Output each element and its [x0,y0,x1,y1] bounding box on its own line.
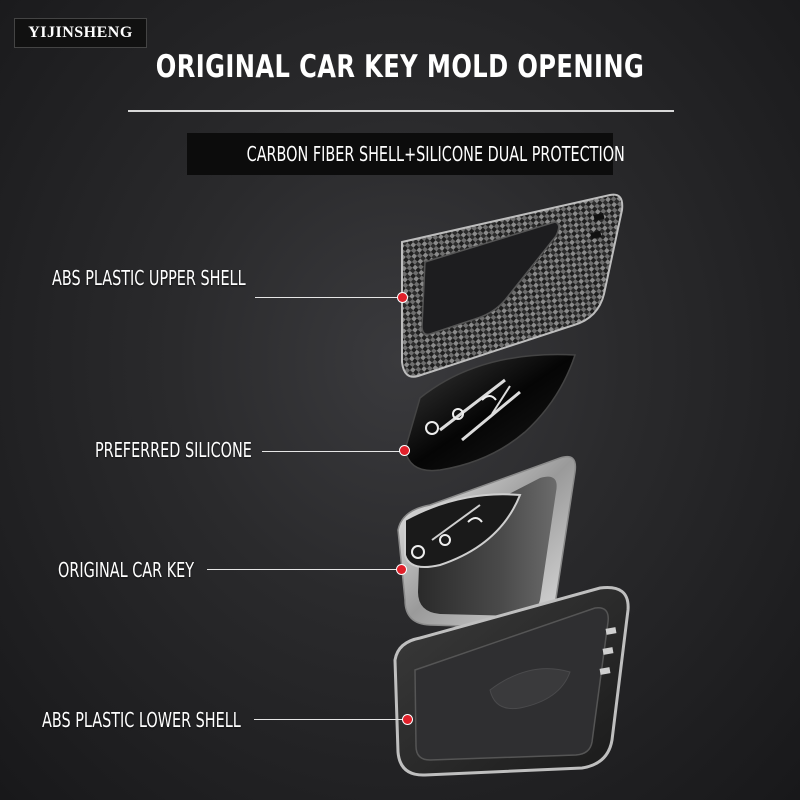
title-divider [128,110,674,112]
leader-car-key [207,569,399,570]
leader-silicone [262,451,400,452]
silicone-cover-graphic [404,353,577,472]
marker-car-key [397,565,406,574]
marker-upper-shell [398,293,407,302]
label-silicone: PREFERRED SILICONE [95,438,252,462]
leader-upper-shell [255,297,400,298]
brand-badge: YIJINSHENG [14,18,147,48]
upper-shell-graphic [401,193,624,378]
marker-lower-shell [403,715,412,724]
label-lower-shell: ABS PLASTIC LOWER SHELL [42,708,241,732]
label-car-key: ORIGINAL CAR KEY [58,558,195,582]
label-upper-shell: ABS PLASTIC UPPER SHELL [52,266,246,290]
page-title: ORIGINAL CAR KEY MOLD OPENING [155,49,645,85]
car-key-graphic [397,455,577,629]
lower-shell-graphic [393,585,630,777]
leader-lower-shell [254,719,404,720]
subtitle-banner: CARBON FIBER SHELL+SILICONE DUAL PROTECT… [187,133,625,175]
marker-silicone [400,446,409,455]
